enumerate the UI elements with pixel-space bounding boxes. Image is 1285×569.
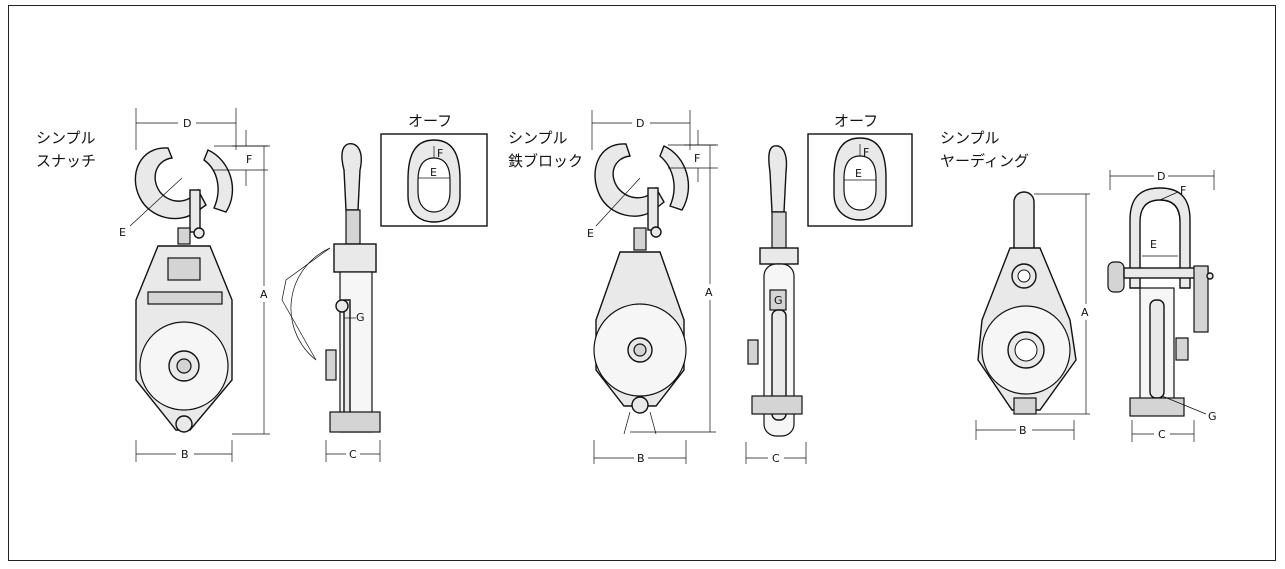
dim-label-g: G <box>356 311 365 324</box>
gate-plate <box>167 257 201 281</box>
dim-label-d: D <box>636 117 644 130</box>
latch-pin <box>193 227 205 239</box>
bottom-clamp <box>751 395 803 415</box>
title-line-1: シンプル <box>940 129 1000 147</box>
gate-bar <box>147 291 223 305</box>
bottom-clamp <box>1129 397 1185 417</box>
latch <box>189 189 201 233</box>
dim-label-d: D <box>1157 170 1165 183</box>
dim-label-c: C <box>349 448 357 461</box>
dim-label-c: C <box>1158 428 1166 441</box>
hook-side <box>768 145 788 213</box>
hook-tip <box>203 149 234 213</box>
dim-label-g: G <box>1208 410 1217 423</box>
axle-bolt <box>747 339 759 365</box>
dim-label-a: A <box>1081 306 1089 319</box>
inset-title: オーフ <box>834 112 878 130</box>
axle-bore <box>1014 338 1038 362</box>
group-yarding-block: シンプル ヤーディング A B <box>940 129 1217 442</box>
iron-front-view <box>593 143 690 435</box>
yarding-side-view <box>1107 187 1214 417</box>
diagram-frame <box>8 5 1276 561</box>
upper-eye-hole <box>1017 269 1031 283</box>
latch-pin <box>650 226 662 238</box>
dim-label-e: E <box>587 227 594 240</box>
bolt-head <box>1193 265 1209 333</box>
cotter-pin <box>1206 272 1214 280</box>
dim-label-f: F <box>694 152 700 165</box>
inset-dim-e: E <box>855 167 862 180</box>
axle-nut <box>633 343 647 357</box>
top-bracket <box>759 247 799 265</box>
dim-label-a: A <box>705 286 713 299</box>
latch <box>647 187 659 231</box>
gate-swing-outline <box>281 247 331 361</box>
tail-eye <box>175 415 193 433</box>
inset-dim-f: F <box>863 146 869 159</box>
swivel <box>633 227 647 251</box>
title-line-2: 鉄ブロック <box>508 152 583 170</box>
sheave-edge <box>771 309 787 421</box>
gate-hinge <box>335 299 349 313</box>
hook-side <box>341 143 362 211</box>
iron-side-view <box>747 145 803 437</box>
swivel-side <box>345 209 361 245</box>
eye-inner <box>843 155 877 211</box>
shackle-nut-left <box>1107 261 1125 293</box>
title-line-2: ヤーディング <box>940 152 1029 170</box>
dim-label-f: F <box>1180 184 1186 197</box>
title-line-1: シンプル <box>508 129 568 147</box>
axle-nut <box>176 358 192 374</box>
dim-label-b: B <box>181 448 189 461</box>
inset-dim-f: F <box>437 147 443 160</box>
eye-inner <box>417 157 451 213</box>
sheave-edge <box>1149 299 1165 399</box>
snatch-front-view <box>134 147 234 433</box>
top-bracket <box>333 243 377 273</box>
axle-bolt <box>1175 337 1189 361</box>
dim-label-g: G <box>774 294 783 307</box>
snatch-side-view <box>281 143 381 433</box>
swivel <box>177 227 191 245</box>
tail-eye <box>631 396 649 414</box>
dim-label-f: F <box>246 153 252 166</box>
inset-eye-2: オーフ F E <box>807 112 913 227</box>
swivel-side <box>771 211 787 249</box>
e-leader <box>129 177 183 227</box>
title-line-1: シンプル <box>36 129 96 147</box>
dim-label-b: B <box>637 452 645 465</box>
dim-label-a: A <box>260 288 268 301</box>
rope-exit <box>623 411 657 435</box>
axle-bolt <box>325 349 337 381</box>
group-snatch-block: シンプル スナッチ E <box>36 108 381 462</box>
dim-label-e: E <box>119 226 126 239</box>
group-iron-block: シンプル 鉄ブロック E D F <box>508 110 807 465</box>
dim-label-b: B <box>1019 424 1027 437</box>
gate-swing-arc <box>290 247 331 361</box>
inset-title: オーフ <box>408 112 452 130</box>
dim-label-e: E <box>1150 238 1157 251</box>
bottom-clamp <box>329 411 381 433</box>
inset-dim-e: E <box>430 166 437 179</box>
title-line-2: スナッチ <box>36 152 96 170</box>
inset-eye-1: オーフ F E <box>380 112 488 227</box>
yarding-front-view <box>977 191 1077 415</box>
hook-tip <box>659 145 690 211</box>
bottom-nut <box>1013 397 1037 415</box>
dim-label-c: C <box>772 452 780 465</box>
dim-label-d: D <box>183 117 191 130</box>
